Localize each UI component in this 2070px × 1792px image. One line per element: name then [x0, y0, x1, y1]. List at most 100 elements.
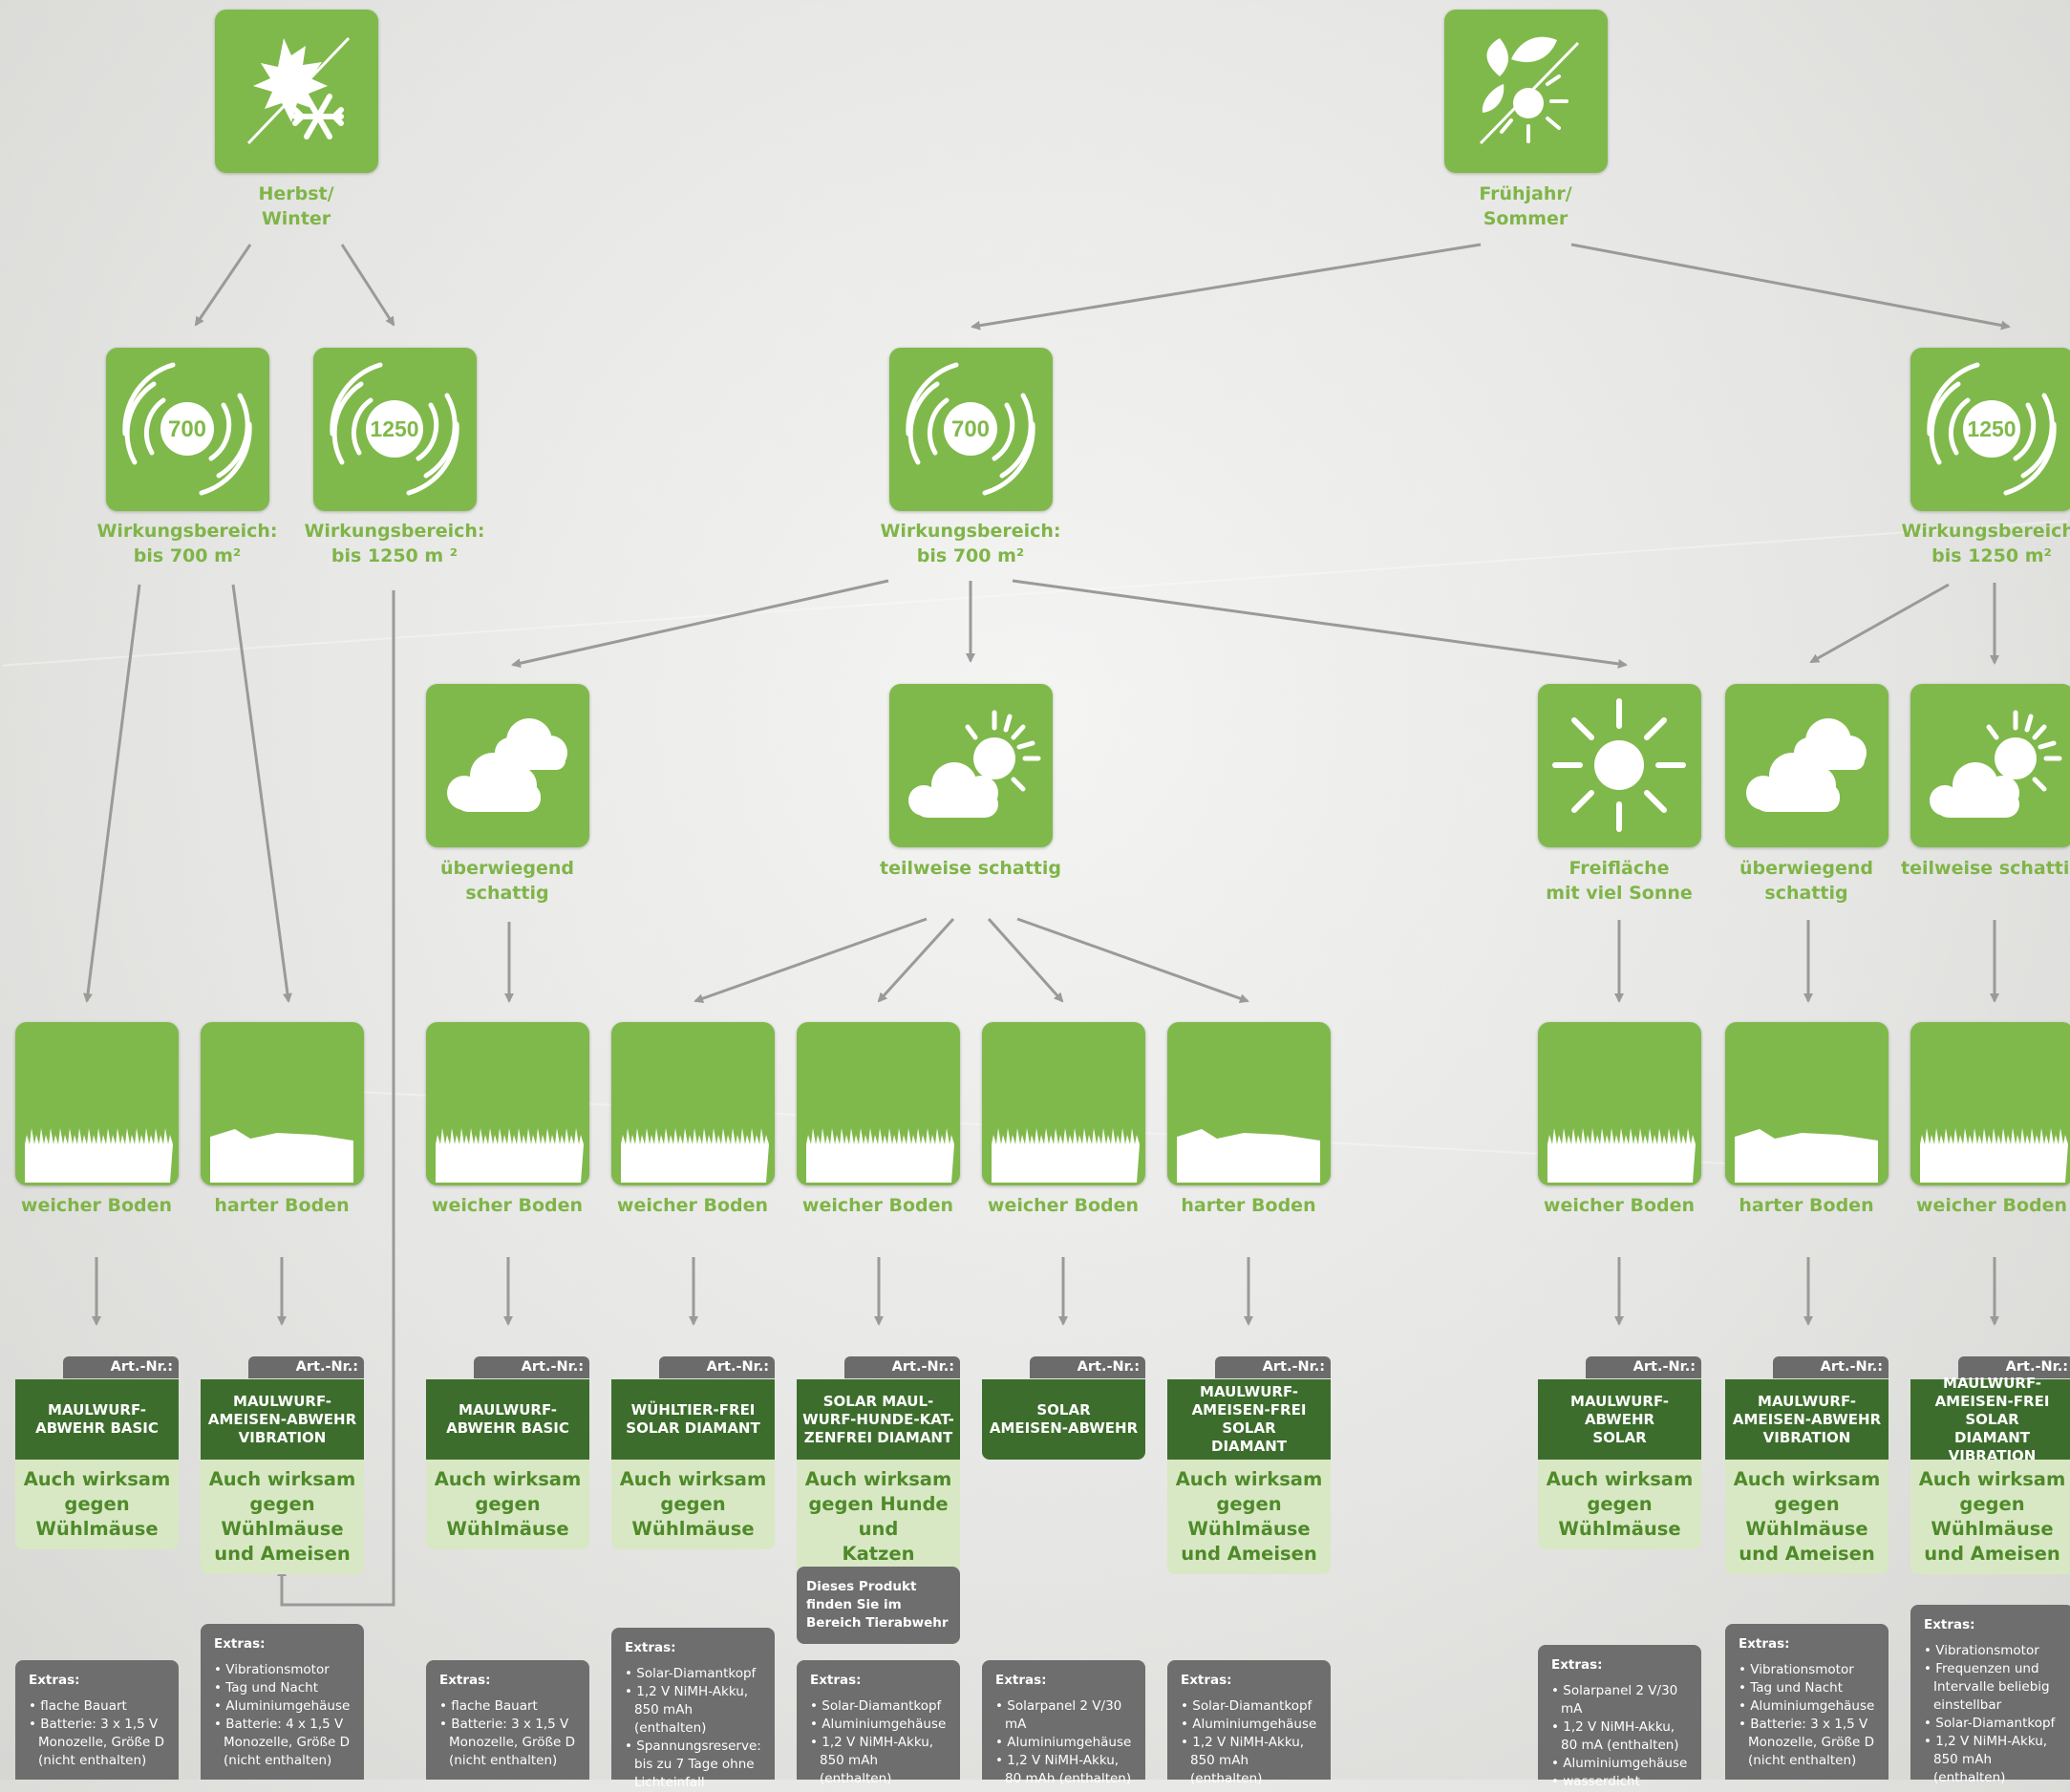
extras-item: Aluminiumgehäuse [995, 1734, 1136, 1752]
sonic-waves-icon: 1250 [1927, 362, 2057, 496]
product-name: SOLAR MAUL- WURF-HUNDE-KAT- ZENFREI DIAM… [797, 1379, 960, 1460]
extras-item: Solarpanel 2 V/30 mA [1551, 1682, 1692, 1718]
article-number: Art.-Nr.: 70021 [474, 1356, 589, 1397]
hard-soil-box [1167, 1022, 1331, 1185]
condition-sun-cloud-b [1910, 684, 2070, 847]
extras-item: Vibrationsmotor [214, 1661, 354, 1679]
extras-heading: Extras: [810, 1673, 862, 1688]
range-box-700-b: 700 [889, 348, 1053, 511]
extras-list: Solar-Diamantkopf1,2 V NiMH-Akku, 850 mA… [625, 1665, 765, 1792]
extras-item: Aluminiumgehäuse [1551, 1755, 1692, 1773]
tierabwehr-note: Dieses Produkt finden Sie im Bereich Tie… [797, 1567, 960, 1644]
soil-label: weicher Boden [616, 1195, 769, 1216]
extras-heading: Extras: [625, 1640, 676, 1655]
hard-soil-icon [1177, 1129, 1320, 1183]
extras-heading: Extras: [1551, 1657, 1603, 1673]
article-number: Art.-Nr.: 70025 [659, 1356, 775, 1397]
extras-item: wasserdicht [1551, 1773, 1692, 1791]
article-number: Art.-Nr.: 70021 [63, 1356, 179, 1397]
soft-soil-box [611, 1022, 775, 1185]
extras-item: Solar-Diamantkopf [625, 1665, 765, 1683]
also-effective-text: Auch wirksam gegen Wühlmäuse und Ameisen [1910, 1460, 2070, 1574]
grass-soil-icon [806, 1128, 954, 1183]
extras-box: Extras: Solar-Diamantkopf1,2 V NiMH-Akku,… [611, 1628, 775, 1790]
product-name: SOLAR AMEISEN-ABWEHR [982, 1379, 1145, 1460]
extras-list: Solarpanel 2 V/30 mAAluminiumgehäuse1,2 … [995, 1697, 1136, 1788]
extras-box: Extras:VibrationsmotorFrequenzen und Int… [1910, 1605, 2070, 1785]
extras-list: VibrationsmotorTag und NachtAluminiumgeh… [1739, 1661, 1879, 1770]
sonic-waves-icon: 700 [122, 362, 252, 496]
extras-heading: Extras: [439, 1673, 491, 1688]
extras-heading: Extras: [1924, 1617, 1975, 1632]
article-number: Art.-Nr.: 70095 [844, 1356, 960, 1397]
extras-box: Extras: flache BauartBatterie: 3 x 1,5 V … [426, 1660, 589, 1780]
also-effective-text: Auch wirksam gegen Wühlmäuse [426, 1460, 589, 1549]
also-effective-text: Auch wirksam gegen Wühlmäuse [15, 1460, 179, 1549]
extras-heading: Extras: [29, 1673, 80, 1688]
extras-heading: Extras: [1181, 1673, 1232, 1688]
extras-item: Batterie: 3 x 1,5 V Monozelle, Größe D (… [439, 1716, 580, 1770]
extras-list: flache BauartBatterie: 3 x 1,5 V Monozel… [29, 1697, 169, 1770]
extras-box: Extras: Solarpanel 2 V/30 mA1,2 V NiMH-Ak… [1538, 1645, 1701, 1789]
grass-soil-icon [1547, 1128, 1696, 1183]
extras-heading: Extras: [1739, 1636, 1790, 1652]
range-box-1250-a: 1250 [313, 348, 477, 511]
product-name: MAULWURF- ABWEHR BASIC [426, 1379, 589, 1460]
extras-item: flache Bauart [439, 1697, 580, 1716]
extras-item: Tag und Nacht [1739, 1679, 1879, 1697]
range-label: Wirkungsbereich: bis 1250 m ² [304, 521, 485, 566]
range-value: 1250 [1967, 416, 2016, 441]
soil-label: harter Boden [214, 1195, 350, 1216]
condition-label: überwiegend schattig [440, 858, 574, 904]
soil-label: weicher Boden [801, 1195, 954, 1216]
product-name: MAULWURF- AMEISEN-FREI SOLAR DIAMANT [1167, 1379, 1331, 1460]
soft-soil-box [1910, 1022, 2070, 1185]
extras-item: Spannungsreserve: bis zu 7 Tage ohne Lic… [625, 1738, 765, 1792]
soil-label: weicher Boden [1543, 1195, 1696, 1216]
condition-clouds-b [1725, 684, 1889, 847]
soft-soil-box [15, 1022, 179, 1185]
extras-item: 1,2 V NiMH-Akku, 850 mAh (enthalten) [1924, 1733, 2064, 1787]
extras-item: flache Bauart [29, 1697, 169, 1716]
extras-item: Tag und Nacht [214, 1679, 354, 1697]
season-fruehjahr-sommer [1444, 10, 1608, 173]
product-name: MAULWURF- AMEISEN-ABWEHR VIBRATION [201, 1379, 364, 1460]
grass-soil-icon [621, 1128, 769, 1183]
extras-item: Aluminiumgehäuse [214, 1697, 354, 1716]
article-number: Art.-Nr.: 70027 [1586, 1356, 1701, 1397]
soil-label: weicher Boden [431, 1195, 584, 1216]
hard-soil-icon [1735, 1129, 1878, 1183]
product-name: MAULWURF- ABWEHR BASIC [15, 1379, 179, 1460]
product-name: WÜHLTIER-FREI SOLAR DIAMANT [611, 1379, 775, 1460]
also-effective-text: Auch wirksam gegen Wühlmäuse [1538, 1460, 1701, 1549]
extras-item: 1,2 V NiMH-Akku, 850 mAh (enthalten) [1181, 1734, 1321, 1788]
grass-soil-icon [992, 1128, 1140, 1183]
extras-box: Extras:Solarpanel 2 V/30 mAAluminiumgehä… [982, 1660, 1145, 1786]
soil-label: weicher Boden [1915, 1195, 2068, 1216]
range-label: Wirkungsbereich: bis 700 m² [96, 521, 278, 566]
extras-item: Frequenzen und Intervalle beliebig einst… [1924, 1660, 2064, 1715]
extras-box: Extras:VibrationsmotorTag und NachtAlumi… [201, 1624, 364, 1780]
condition-label: Freifläche mit viel Sonne [1546, 858, 1693, 904]
extras-item: 1,2 V NiMH-Akku, 850 mAh (enthalten) [625, 1683, 765, 1738]
condition-clouds-a [426, 684, 589, 847]
extras-list: VibrationsmotorTag und NachtAluminiumgeh… [214, 1661, 354, 1770]
extras-item: Aluminiumgehäuse [1739, 1697, 1879, 1716]
soil-label: weicher Boden [987, 1195, 1140, 1216]
extras-box: Extras:Solar-DiamantkopfAluminiumgehäuse… [1167, 1660, 1331, 1786]
soil-label: harter Boden [1181, 1195, 1316, 1216]
range-box-700-a: 700 [106, 348, 269, 511]
sun-cloud-icon [908, 710, 1041, 818]
extras-item: Solar-Diamantkopf [810, 1697, 950, 1716]
leaves-sun-icon [1479, 36, 1580, 145]
product-name: MAULWURF-ABWEHR SOLAR [1538, 1379, 1701, 1460]
also-effective-text: Auch wirksam gegen Wühlmäuse [611, 1460, 775, 1549]
soil-label: weicher Boden [20, 1195, 173, 1216]
sonic-waves-icon: 700 [906, 362, 1035, 496]
article-number: Art.-Nr.: 70035 [1215, 1356, 1331, 1397]
range-label: Wirkungsbereich: bis 700 m² [880, 521, 1061, 566]
extras-list: Solarpanel 2 V/30 mA1,2 V NiMH-Akku, 80 … [1551, 1682, 1692, 1791]
leaf-snowflake-icon [246, 36, 351, 145]
extras-item: Aluminiumgehäuse [1181, 1716, 1321, 1734]
